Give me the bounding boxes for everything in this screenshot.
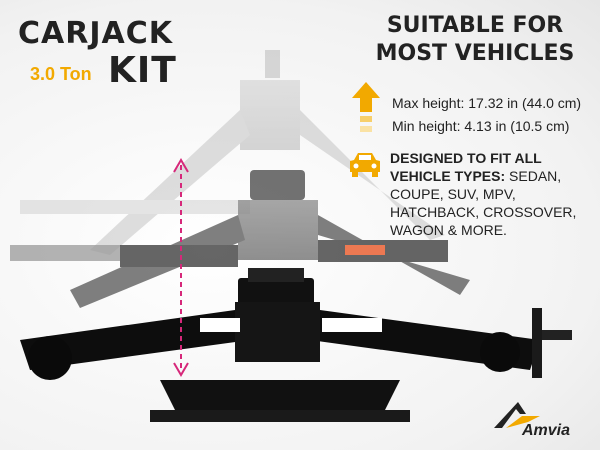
headline-line-1: SUITABLE FOR xyxy=(386,13,564,38)
capacity-label: 3.0 Ton xyxy=(30,64,92,84)
product-title: CARJACK 3.0 Ton KIT xyxy=(18,16,176,94)
jack-mid-ghost xyxy=(10,170,470,308)
title-carjack: CARJACK xyxy=(18,16,173,51)
brand-logo-icon xyxy=(494,402,540,428)
headline: SUITABLE FOR MOST VEHICLES xyxy=(360,12,590,68)
up-arrow-icon xyxy=(352,82,380,132)
min-height-text: Min height: 4.13 in (10.5 cm) xyxy=(392,118,570,134)
title-row-2: 3.0 Ton KIT xyxy=(18,50,176,94)
brand-name: Amvia xyxy=(522,422,571,439)
title-kit: KIT xyxy=(108,50,177,91)
headline-line-2: MOST VEHICLES xyxy=(375,41,575,66)
height-measure-icon xyxy=(173,158,189,377)
vehicle-types-heading: DESIGNED TO FIT ALL VEHICLE TYPES: xyxy=(390,150,542,184)
jack-min xyxy=(20,268,572,422)
jack-max-ghost xyxy=(20,50,445,255)
vehicle-types-text: DESIGNED TO FIT ALL VEHICLE TYPES: SEDAN… xyxy=(390,149,595,239)
brand-logo: Amvia xyxy=(492,400,596,446)
scissor-jack-illustration xyxy=(10,50,572,422)
vehicle-types-list: SEDAN, COUPE, SUV, MPV, HATCHBACK, CROSS… xyxy=(390,168,577,238)
max-height-text: Max height: 17.32 in (44.0 cm) xyxy=(392,95,582,111)
car-icon xyxy=(350,153,380,177)
